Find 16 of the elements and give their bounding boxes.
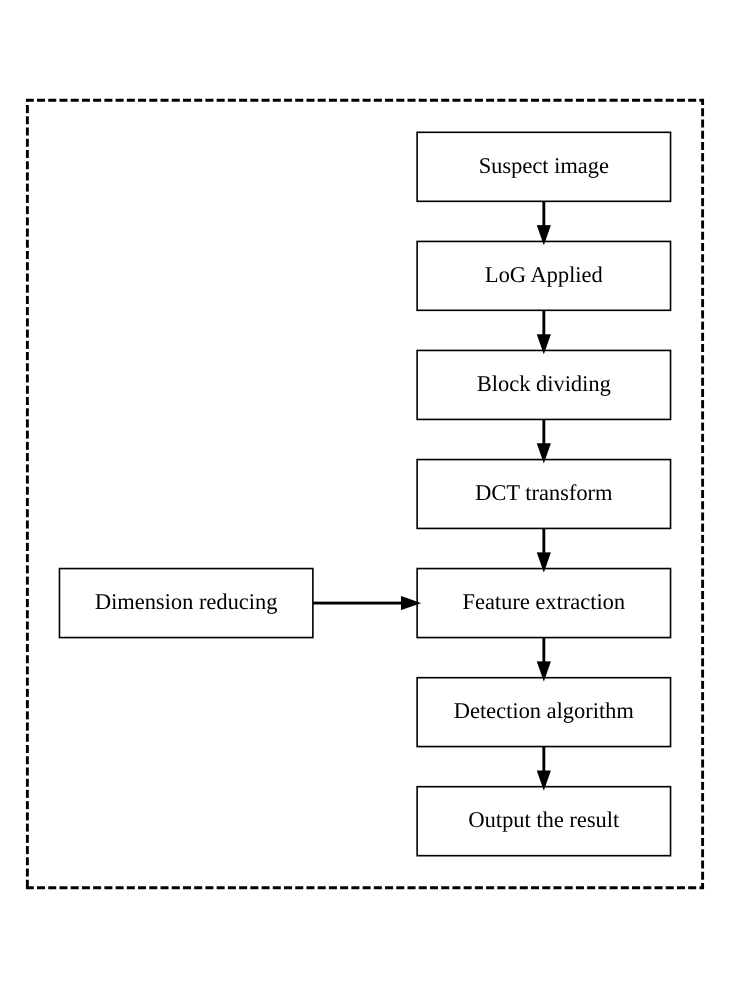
arrow: [536, 310, 551, 354]
node-box: LoG Applied: [416, 240, 672, 312]
arrow: [536, 201, 551, 246]
arrow: [313, 596, 422, 610]
cluster: [26, 98, 704, 890]
node-box: Output the result: [416, 786, 672, 856]
node-box: Detection algorithm: [416, 676, 672, 748]
arrow: [536, 746, 551, 791]
node-box: DCT transform: [416, 458, 672, 530]
node-box: Block dividing: [416, 350, 672, 420]
node-box: Feature extraction: [416, 568, 672, 638]
arrow: [536, 638, 551, 682]
node-box: Dimension reducing: [58, 568, 314, 638]
arrow: [536, 419, 551, 464]
arrow: [536, 528, 551, 573]
node-box: Suspect image: [416, 132, 672, 202]
